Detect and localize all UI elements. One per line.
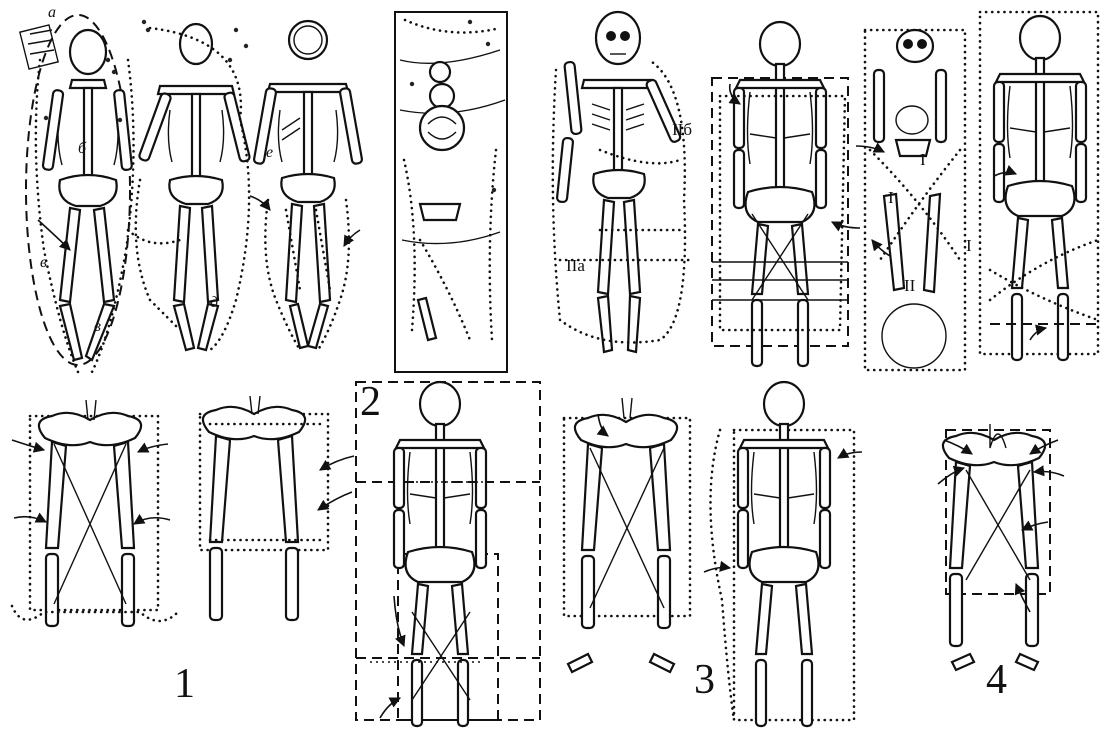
legs-schematic-4 [938,424,1064,670]
burial-drawing-g [856,30,965,370]
legs-schematic-1b [200,396,354,620]
burial-drawing-d [395,12,507,372]
burial-drawing-a [20,15,134,372]
group-label-2: 2 [360,378,381,426]
mark-d: д [210,294,218,312]
schematic-2 [356,382,540,726]
schematic-h [980,12,1098,360]
mark-a: a [48,4,56,22]
group-label-1: 1 [174,660,195,708]
schematic-f [712,22,860,366]
mark-v1: в [40,254,47,272]
mark-I3: I [966,236,972,256]
mark-II: II [904,276,915,296]
mark-b: б [78,140,86,158]
group-label-3: 3 [694,656,715,704]
burial-drawing-b [128,20,250,350]
legs-schematic-1a [12,400,178,626]
mark-I2: I [888,188,894,208]
legs-schematic-3a [564,398,690,672]
burial-drawing-c [250,21,363,350]
mark-I1: I [920,150,926,170]
mark-e: е [266,144,273,162]
schematic-3b [704,382,862,726]
mark-IIa: IIа [566,256,585,276]
burial-drawing-e [553,12,690,352]
mark-IIb: IIб [672,120,692,140]
group-label-4: 4 [986,656,1007,704]
mark-v2: в [94,318,101,336]
